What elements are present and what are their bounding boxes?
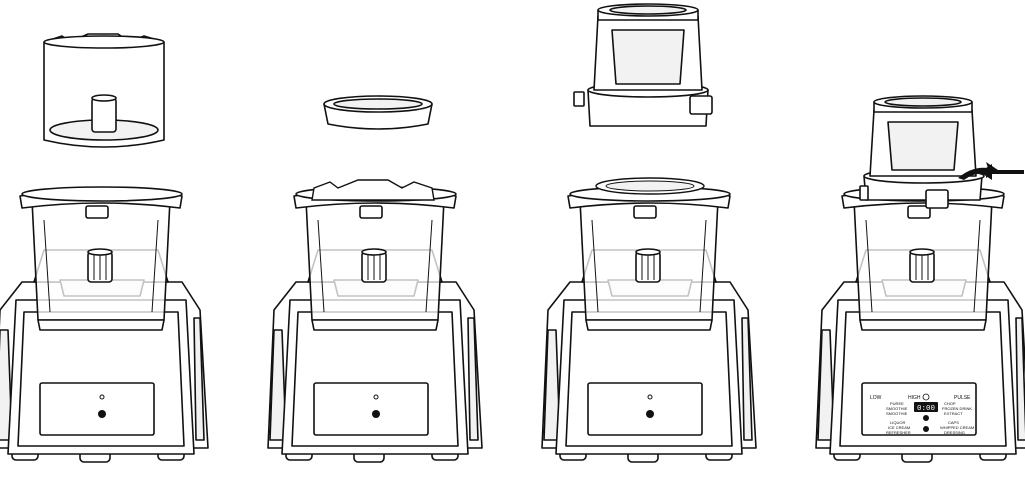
right-bottom-line-1: CAPS [948, 420, 959, 425]
high-label: HIGH [908, 395, 921, 401]
power-button [372, 410, 380, 418]
program-button-top [923, 415, 929, 421]
power-indicator-icon [99, 394, 105, 400]
right-top-line-2: FROZEN DRINK [942, 406, 972, 411]
top-container-part [573, 3, 713, 127]
step-2 [267, 95, 483, 463]
inner-insert-installed [311, 179, 435, 201]
left-top-line-3: SMOOTHIE [886, 411, 908, 416]
power-button [646, 410, 654, 418]
blender-base [267, 186, 483, 463]
right-bottom-line-2: WHIPPED CREAM [940, 425, 974, 430]
left-bottom-line-2: ICE CREAM [888, 425, 910, 430]
power-button [98, 410, 106, 418]
low-label: LOW [870, 395, 882, 401]
blender-base [541, 186, 757, 463]
left-bottom-line-1: LIQUOR [890, 420, 905, 425]
blender-base [815, 186, 1025, 463]
left-top-line-2: SMOOTHIE [886, 406, 908, 411]
inner-insert-part [43, 33, 165, 148]
control-panel: LOW HIGH PULSE 0:00 PUREE SMOOTHIE SMOOT… [870, 393, 974, 435]
timer-display [914, 402, 938, 412]
pulse-label: PULSE [954, 395, 971, 401]
right-top-line-3: EXTRACT [944, 411, 963, 416]
left-bottom-line-3: REFRESHER [886, 430, 911, 435]
step-4: LOW HIGH PULSE 0:00 PUREE SMOOTHIE SMOOT… [815, 95, 1025, 463]
program-button-bottom [923, 426, 929, 432]
left-top-line-1: PUREE [890, 401, 904, 406]
power-indicator-icon [647, 394, 653, 400]
power-indicator-icon [373, 394, 379, 400]
top-container-installed [859, 95, 985, 209]
power-icon [922, 393, 930, 401]
curved-arrow-icon [958, 162, 998, 180]
right-top-line-1: CHOP [944, 401, 956, 406]
step-3 [541, 3, 757, 463]
lid-ring-part [323, 95, 433, 130]
timer-display-text: 0:00 [917, 405, 936, 413]
step-1 [0, 33, 209, 463]
right-bottom-line-3: DRESSING [944, 430, 965, 435]
blender-base [0, 186, 209, 463]
